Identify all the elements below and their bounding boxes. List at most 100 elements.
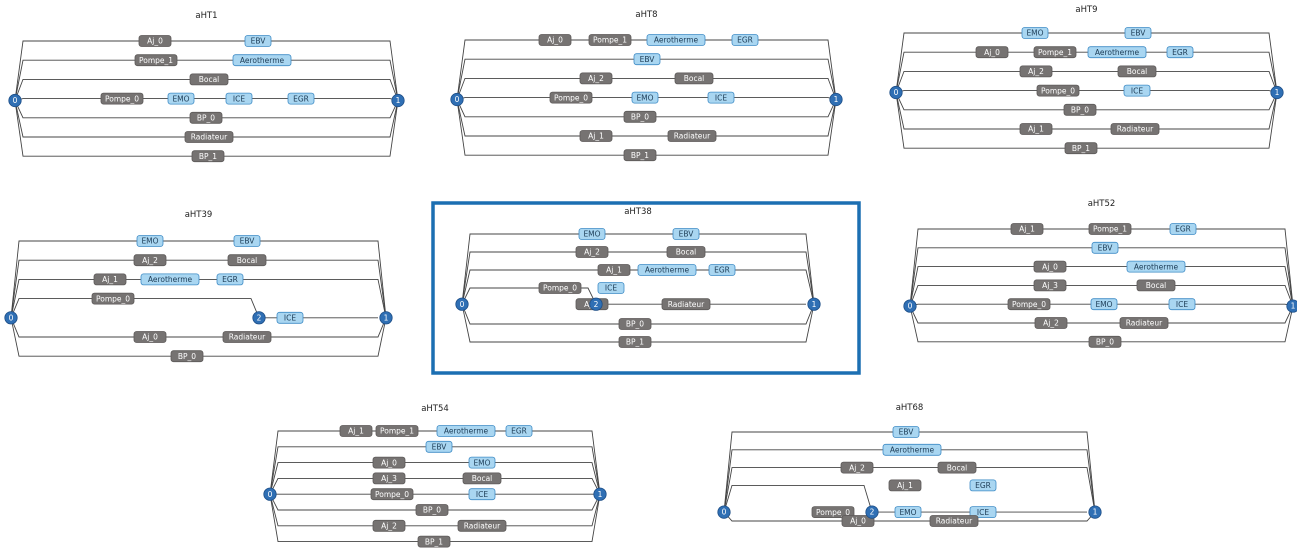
svg-text:BP_0: BP_0 (423, 506, 441, 515)
component-ice: ICE (1168, 298, 1196, 311)
component-ebv: EBV (244, 35, 272, 47)
svg-text:Bocal: Bocal (1127, 67, 1148, 76)
svg-text:EGR: EGR (293, 94, 309, 103)
svg-text:ICE: ICE (233, 94, 245, 103)
branch-wire (269, 494, 601, 543)
branch-wire (269, 477, 601, 495)
component-bp-1: BP_1 (1064, 142, 1098, 155)
svg-text:EMO: EMO (583, 230, 600, 239)
component-aj-1: Aj_1 (1019, 123, 1053, 135)
component-aj-1: Aj_1 (597, 264, 631, 276)
component-ice: ICE (225, 92, 253, 105)
svg-text:1: 1 (812, 300, 817, 309)
svg-text:BP_0: BP_0 (626, 320, 644, 329)
diagram-title: aHT39 (185, 210, 213, 220)
diagram-title: aHT52 (1088, 199, 1116, 209)
svg-text:Aerotherme: Aerotherme (645, 266, 690, 275)
component-pompe-0: Pompe_0 (100, 92, 144, 105)
component-emo: EMO (1021, 27, 1049, 39)
branch-wire (461, 251, 815, 305)
svg-text:Aj_3: Aj_3 (1042, 281, 1058, 290)
component-bocal: Bocal (1136, 279, 1176, 292)
svg-text:Aj_1: Aj_1 (897, 481, 913, 490)
branch-wire (895, 51, 1278, 93)
component-aj-1: Aj_1 (339, 425, 373, 437)
svg-text:Aj_0: Aj_0 (381, 458, 397, 467)
branch-wire (909, 228, 1294, 307)
svg-text:Aj_2: Aj_2 (1043, 319, 1059, 328)
branch-wire (14, 98, 399, 101)
svg-text:Radiateur: Radiateur (229, 333, 266, 342)
svg-text:ICE: ICE (284, 314, 296, 323)
branch-wire (456, 39, 837, 100)
component-radiateur: Radiateur (929, 515, 979, 527)
svg-text:Pompe_1: Pompe_1 (1038, 48, 1072, 57)
component-emo: EMO (894, 506, 922, 519)
svg-text:Pompe_0: Pompe_0 (816, 508, 850, 517)
component-aj-2: Aj_2 (1034, 317, 1068, 329)
component-aj-0: Aj_0 (841, 515, 875, 527)
diagram-title: aHT54 (421, 404, 449, 414)
component-egr: EGR (969, 479, 997, 492)
svg-text:Pompe_0: Pompe_0 (105, 94, 139, 103)
svg-text:EBV: EBV (679, 230, 695, 239)
component-pompe-1: Pompe_1 (134, 54, 178, 67)
svg-text:EGR: EGR (1175, 225, 1191, 234)
component-bp-1: BP_1 (417, 535, 451, 548)
svg-text:Pompe_1: Pompe_1 (1093, 225, 1127, 234)
component-aerotherme: Aerotherme (882, 443, 942, 456)
branch-wire (909, 266, 1294, 307)
svg-text:1: 1 (1093, 508, 1098, 517)
component-aj-1: Aj_1 (579, 130, 613, 142)
component-bocal: Bocal (937, 461, 977, 474)
component-ebv: EBV (233, 235, 261, 247)
component-aj-2: Aj_2 (372, 519, 406, 532)
svg-text:Aj_0: Aj_0 (850, 517, 866, 526)
component-pompe-0: Pompe_0 (811, 506, 855, 519)
branch-wire (461, 233, 815, 305)
component-aj-0: Aj_0 (133, 331, 167, 343)
svg-text:Radiateur: Radiateur (674, 132, 711, 141)
component-emo: EMO (468, 456, 496, 469)
svg-text:BP_1: BP_1 (199, 152, 217, 161)
svg-text:ICE: ICE (977, 508, 989, 517)
component-pompe-1: Pompe_1 (588, 34, 632, 46)
svg-text:Radiateur: Radiateur (668, 300, 705, 309)
component-bocal: Bocal (227, 254, 267, 267)
component-pompe-0: Pompe_0 (1036, 84, 1080, 97)
svg-text:2: 2 (870, 508, 875, 517)
component-emo: EMO (136, 235, 164, 247)
diagram-aht8: aHT8 (456, 10, 837, 156)
svg-text:0: 0 (13, 96, 18, 105)
component-bp-0: BP_0 (1088, 335, 1122, 348)
svg-text:Pompe_0: Pompe_0 (1012, 300, 1046, 309)
component-aj-3: Aj_3 (372, 472, 406, 485)
branch-wire (269, 494, 601, 527)
svg-text:EBV: EBV (240, 237, 256, 246)
diagram-aht52: aHT52 (909, 199, 1294, 343)
end-node: 1 (1286, 299, 1297, 313)
component-pompe-1: Pompe_1 (1033, 46, 1077, 59)
svg-text:Aerotherme: Aerotherme (444, 427, 489, 436)
svg-text:Aerotherme: Aerotherme (1095, 48, 1140, 57)
component-ice: ICE (468, 488, 496, 501)
branch-wire (269, 462, 601, 495)
component-ice: ICE (1123, 84, 1151, 97)
svg-text:EGR: EGR (975, 481, 991, 490)
component-bp-1: BP_1 (618, 336, 652, 348)
component-bp-0: BP_0 (1063, 103, 1097, 116)
branch-wire (723, 467, 1096, 513)
diagram-title: aHT38 (624, 207, 652, 217)
svg-text:0: 0 (894, 88, 899, 97)
svg-text:EMO: EMO (141, 237, 158, 246)
svg-text:0: 0 (455, 95, 460, 104)
svg-text:BP_0: BP_0 (1071, 106, 1089, 115)
component-ice: ICE (597, 282, 625, 294)
component-bocal: Bocal (462, 472, 502, 485)
branch-wire (456, 99, 837, 156)
component-aj-1: Aj_1 (1010, 223, 1044, 235)
svg-text:0: 0 (908, 302, 913, 311)
branch-wire (269, 430, 601, 495)
svg-text:Aj_2: Aj_2 (381, 522, 397, 531)
svg-text:EMO: EMO (1026, 29, 1043, 38)
